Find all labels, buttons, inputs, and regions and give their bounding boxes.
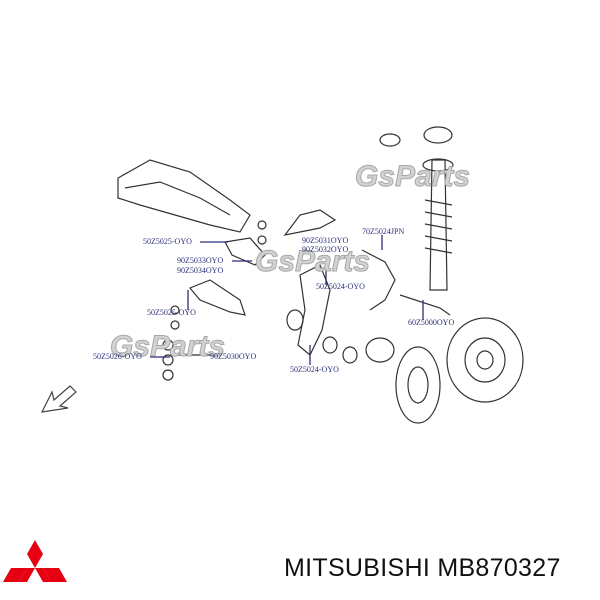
lower-control-arm xyxy=(189,279,246,316)
part-label: 50Z5025-OYO xyxy=(143,237,192,246)
part-label: 50Z5024-OYO xyxy=(290,365,339,374)
watermark: GsParts xyxy=(109,330,226,364)
part-label: 90Z5030OYO xyxy=(210,352,257,361)
watermark: GsParts xyxy=(354,160,471,194)
part-label: 90Z5031OYO xyxy=(302,236,349,245)
coil-spring xyxy=(424,199,453,254)
part-label: 50Z5026-OYO xyxy=(93,352,142,361)
stabilizer-bar xyxy=(361,249,396,311)
direction-arrow-icon xyxy=(40,385,77,413)
strut-mount xyxy=(423,126,453,144)
crossmember xyxy=(117,159,251,233)
part-label: 50Z5024-OYO xyxy=(316,282,365,291)
part-label: 90Z5033OYO xyxy=(177,256,224,265)
watermark: GsParts xyxy=(254,245,371,279)
part-label: 90Z5032OYO xyxy=(302,245,349,254)
upper-arm xyxy=(283,209,337,236)
brand-name: MITSUBISHI xyxy=(284,554,431,582)
part-caption: MITSUBISHI MB870327 xyxy=(284,554,561,583)
steering-knuckle xyxy=(297,264,331,356)
brake-drum xyxy=(446,317,524,403)
part-label: 60Z5000OYO xyxy=(408,318,455,327)
part-number: MB870327 xyxy=(437,554,561,582)
lower-arm xyxy=(224,237,266,266)
mitsubishi-logo xyxy=(3,540,67,582)
brake-disc xyxy=(395,346,441,424)
part-label: 70Z5024JPN xyxy=(362,227,405,236)
part-label: 90Z5034OYO xyxy=(177,266,224,275)
strut xyxy=(429,159,448,291)
part-label: 50Z5025-OYO xyxy=(147,308,196,317)
